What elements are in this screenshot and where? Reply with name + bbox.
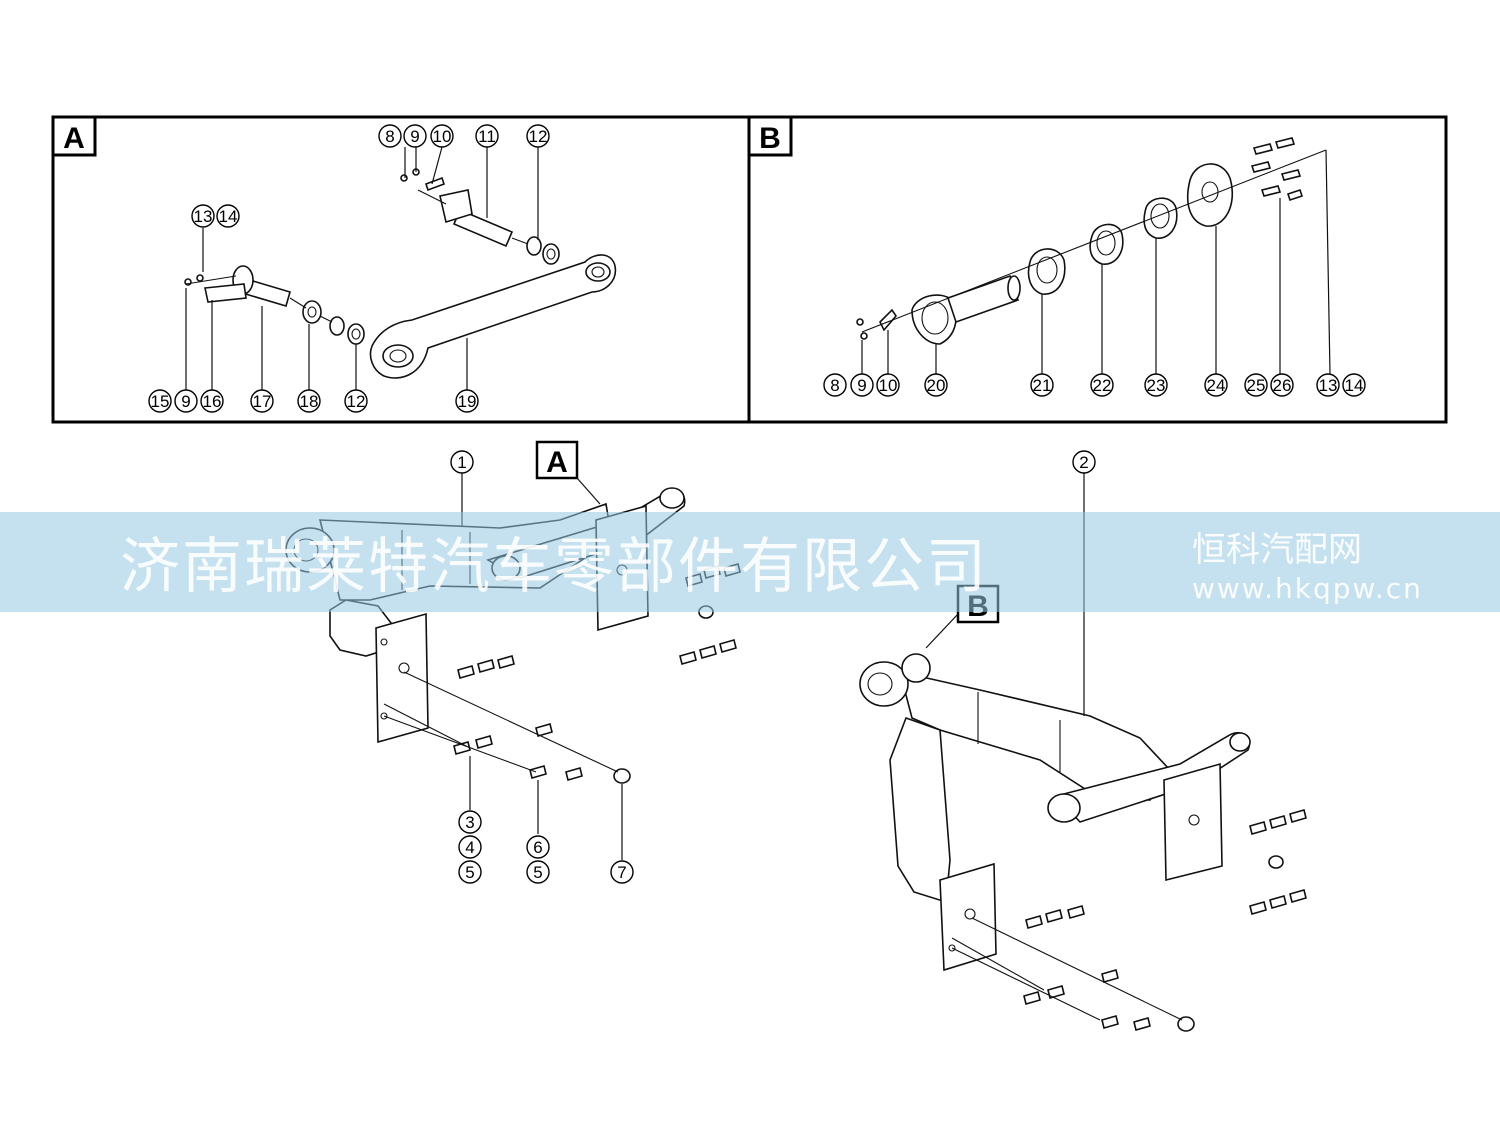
callout-panel-a-13: 19 (455, 389, 479, 413)
callout-label: 7 (617, 863, 626, 882)
callout-label: 11 (478, 127, 496, 146)
callout-label: 8 (385, 127, 394, 146)
callout-label: 13 (194, 207, 213, 226)
callout-main-3: 4 (458, 835, 482, 859)
detail-flag-a-label: A (546, 446, 568, 479)
callout-label: 26 (1273, 376, 1292, 395)
callout-panel-b-8: 25 (1244, 373, 1268, 397)
callout-panel-a-9: 16 (200, 389, 224, 413)
callout-label: 17 (253, 392, 272, 411)
callout-panel-a-12: 12 (344, 389, 368, 413)
callout-label: 3 (465, 813, 474, 832)
callout-label: 20 (927, 376, 946, 395)
callout-panel-b-2: 10 (876, 373, 900, 397)
callout-panel-a-8: 9 (174, 389, 198, 413)
callout-main-4: 5 (458, 860, 482, 884)
callout-panel-a-6: 14 (216, 204, 240, 228)
callout-main-2: 3 (458, 810, 482, 834)
callout-label: 9 (181, 392, 190, 411)
callout-label: 23 (1147, 376, 1166, 395)
callout-label: 1 (457, 453, 466, 472)
watermark-company: 济南瑞莱特汽车零部件有限公司 (120, 532, 988, 602)
callout-panel-a-7: 15 (148, 389, 172, 413)
callout-label: 19 (458, 392, 477, 411)
callout-panel-a-2: 10 (430, 124, 454, 148)
callout-label: 6 (533, 838, 542, 857)
callout-panel-a-10: 17 (250, 389, 274, 413)
callout-panel-b-9: 26 (1270, 373, 1294, 397)
callout-main-0: 1 (450, 450, 474, 474)
callout-panel-b-6: 23 (1144, 373, 1168, 397)
callout-label: 12 (529, 127, 548, 146)
callout-panel-b-4: 21 (1030, 373, 1054, 397)
watermark-banner (0, 512, 1500, 612)
callout-panel-a-3: 11 (475, 124, 499, 148)
callout-label: 14 (1345, 376, 1364, 395)
callout-label: 9 (857, 376, 866, 395)
callout-panel-b-0: 8 (823, 373, 847, 397)
callout-main-7: 7 (610, 860, 634, 884)
callout-label: 14 (219, 207, 238, 226)
callout-label: 12 (347, 392, 366, 411)
callout-label: 9 (410, 127, 419, 146)
callout-label: 5 (533, 863, 542, 882)
callout-label: 15 (151, 392, 170, 411)
callout-panel-b-10: 13 (1316, 373, 1340, 397)
panel-b-label: B (759, 122, 781, 155)
main-assembly-right (859, 472, 1307, 1032)
detail-panel-a: A (51, 115, 751, 424)
callout-label: 10 (433, 127, 452, 146)
watermark-url: www.hkqpw.cn (1192, 572, 1423, 605)
callout-panel-b-1: 9 (850, 373, 874, 397)
callout-panel-a-1: 9 (403, 124, 427, 148)
callout-panel-a-4: 12 (526, 124, 550, 148)
callout-label: 10 (879, 376, 898, 395)
panel-a-label: A (63, 122, 85, 155)
callout-panel-b-3: 20 (924, 373, 948, 397)
callout-label: 22 (1093, 376, 1112, 395)
callout-panel-a-5: 13 (191, 204, 215, 228)
callout-label: 4 (465, 838, 474, 857)
callout-panel-b-7: 24 (1204, 373, 1228, 397)
callout-label: 18 (300, 392, 319, 411)
watermark-brand: 恒科汽配网 (1192, 530, 1362, 570)
callout-label: 21 (1033, 376, 1052, 395)
callout-label: 25 (1247, 376, 1266, 395)
callout-panel-b-11: 14 (1342, 373, 1366, 397)
callout-label: 16 (203, 392, 222, 411)
detail-panel-b: B (747, 115, 1448, 424)
callout-main-6: 5 (526, 860, 550, 884)
callout-main-5: 6 (526, 835, 550, 859)
callout-panel-a-11: 18 (297, 389, 321, 413)
callout-label: 13 (1319, 376, 1338, 395)
detail-flag-a: A (535, 440, 601, 505)
callout-panel-a-0: 8 (378, 124, 402, 148)
callout-label: 5 (465, 863, 474, 882)
callout-label: 8 (830, 376, 839, 395)
callout-label: 24 (1207, 376, 1226, 395)
callout-main-1: 2 (1072, 450, 1096, 474)
callout-label: 2 (1079, 453, 1088, 472)
callout-panel-b-5: 22 (1090, 373, 1114, 397)
